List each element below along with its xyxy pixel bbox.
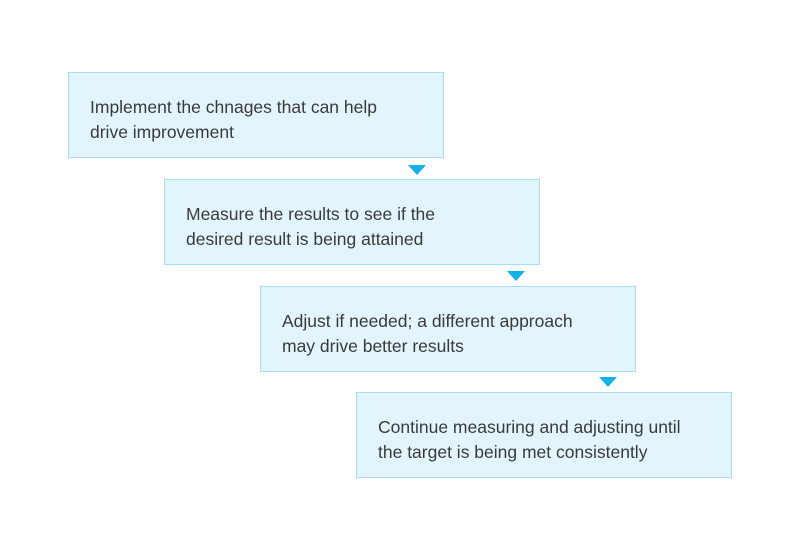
step-box-measure: Measure the results to see if the desire…: [164, 179, 540, 265]
step-text: Measure the results to see if the desire…: [186, 204, 436, 249]
step-box-implement: Implement the chnages that can help driv…: [68, 72, 444, 158]
step-box-adjust: Adjust if needed; a different approach m…: [260, 286, 636, 372]
down-triangle-icon: [599, 377, 617, 387]
step-box-continue: Continue measuring and adjusting until t…: [356, 392, 732, 478]
down-triangle-icon: [507, 271, 525, 281]
step-text: Continue measuring and adjusting until t…: [378, 417, 681, 462]
step-text: Adjust if needed; a different approach m…: [282, 311, 573, 356]
step-text: Implement the chnages that can help driv…: [90, 97, 377, 142]
down-triangle-icon: [408, 165, 426, 175]
